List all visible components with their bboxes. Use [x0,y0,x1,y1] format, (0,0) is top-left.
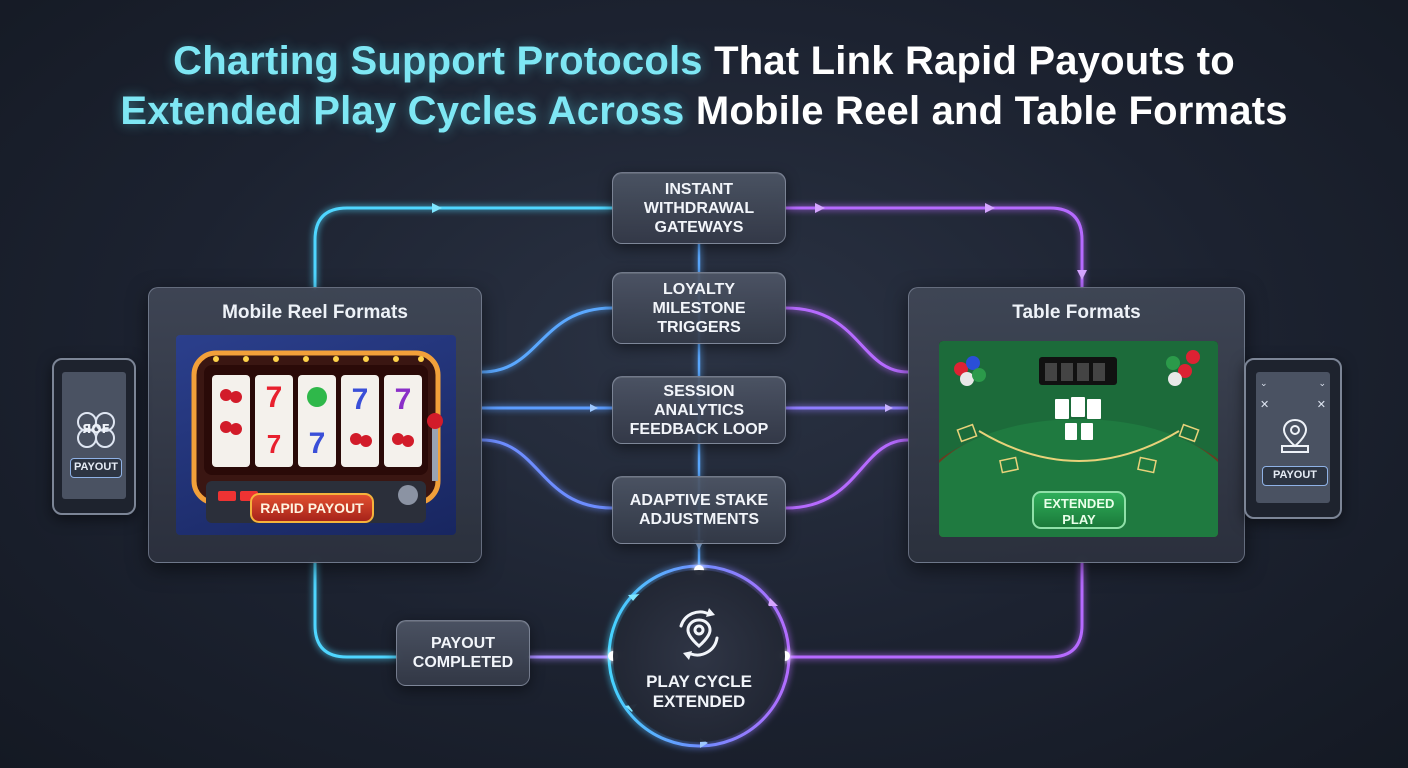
page-title: Charting Support Protocols That Link Rap… [0,36,1408,136]
wire-bottom-right [783,560,1084,659]
title-line-2: Extended Play Cycles Across Mobile Reel … [0,86,1408,136]
left-phone[interactable]: ЯOF PAYOUT [52,358,136,515]
node-loyalty-milestone-triggers[interactable]: Loyalty Milestone Triggers [612,272,786,344]
left-phone-payout-button[interactable]: PAYOUT [70,458,122,478]
wire-adaptive-left [480,438,614,510]
title-line-1: Charting Support Protocols That Link Rap… [0,36,1408,86]
badge-extended-play: EXTENDED PLAY [1032,491,1126,529]
node-payout-completed[interactable]: PAYOUT COMPLETED [396,620,530,686]
title-rest-1: That Link Rapid Payouts to [702,39,1235,83]
play-cycle-label: PLAY CYCLE EXTENDED [646,672,752,711]
chevron-down-icon: ⌄ [1260,378,1268,388]
blackjack-table-screen: EXTENDED PLAY [939,341,1218,537]
svg-text:7: 7 [309,427,326,460]
svg-text:7: 7 [352,383,369,416]
panel-mobile-reel-formats[interactable]: Mobile Reel Formats 7 7 7 7 7 [148,287,482,563]
wire-loyalty-right [784,306,910,374]
blackjack-table-icon [939,341,1218,537]
panel-title-mobile-reel: Mobile Reel Formats [222,302,408,323]
svg-text:7: 7 [266,381,283,414]
node-session-analytics-feedback-loop[interactable]: Session Analytics Feedback Loop [612,376,786,444]
left-phone-screen: ЯOF PAYOUT [62,372,126,499]
panel-title-table: Table Formats [1012,302,1141,323]
wire-adaptive-right [784,438,910,510]
close-icon[interactable]: ✕ [1260,399,1270,411]
title-highlight-1: Charting Support Protocols [173,39,703,83]
wire-top-right [784,206,1084,290]
wire-bottom-left [313,560,398,659]
right-phone-payout-button[interactable]: PAYOUT [1262,466,1328,486]
logo-emblem-text: ЯOF [82,422,110,436]
logo-emblem-icon: ЯOF [73,410,119,450]
title-highlight-2: Extended Play Cycles Across [120,89,685,133]
svg-text:7: 7 [267,429,281,459]
slot-machine-icon: 7 7 7 7 7 [191,350,443,523]
badge-rapid-payout: RAPID PAYOUT [250,493,374,523]
svg-text:7: 7 [395,383,412,416]
node-instant-withdrawal-gateways[interactable]: Instant Withdrawal Gateways [612,172,786,244]
chevron-down-icon-right: ⌄ [1318,378,1326,388]
node-adaptive-stake-adjustments[interactable]: Adaptive Stake Adjustments [612,476,786,544]
cycle-pin-icon [669,604,729,664]
close-icon-right[interactable]: ✕ [1316,399,1326,411]
wire-arrows [432,203,1087,748]
wire-top-left [313,206,614,290]
right-phone[interactable]: ⌄ ⌄ ✕ ✕ PAYOUT [1244,358,1342,519]
location-pin-icon [1278,416,1312,454]
panel-table-formats[interactable]: Table Formats [908,287,1245,563]
title-rest-2: Mobile Reel and Table Formats [684,89,1288,133]
slot-machine-screen: 7 7 7 7 7 RAPID PAYOUT [176,335,456,535]
right-phone-screen: ⌄ ⌄ ✕ ✕ PAYOUT [1256,372,1330,503]
wire-loyalty-left [480,306,614,374]
